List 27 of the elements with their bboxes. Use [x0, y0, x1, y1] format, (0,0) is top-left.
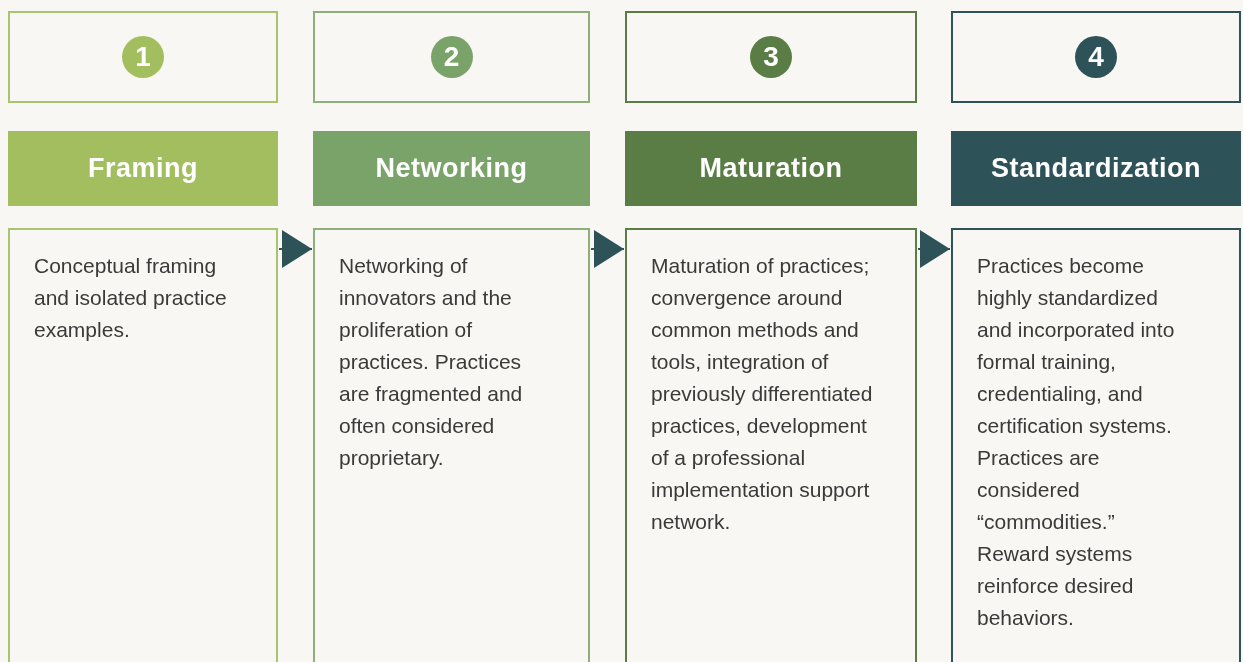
chevron-arrow: [278, 230, 313, 268]
step-number-box: [8, 11, 278, 103]
step-number-badge: 4: [1075, 36, 1117, 78]
chevron-arrow: [917, 230, 951, 268]
description-box: [313, 228, 590, 662]
stage-description: Maturation of practices; convergence around common methods and tools, integration of previously differentiated practices, development of a professional implementation support network.: [651, 253, 874, 535]
stage-title: Standardization: [991, 153, 1201, 184]
step-number-box: [625, 11, 917, 103]
stage-header-bar: [625, 131, 917, 206]
description-box: [625, 228, 917, 662]
step-number-box: [951, 11, 1241, 103]
stage-title: Networking: [375, 153, 528, 184]
step-number-badge: 1: [122, 36, 164, 78]
stage-header-bar: [8, 131, 278, 206]
stage-title: Maturation: [699, 153, 843, 184]
step-number-badge: 3: [750, 36, 792, 78]
description-box: [951, 228, 1241, 662]
step-number-badge: 2: [430, 36, 473, 78]
stage-header-bar: [951, 131, 1241, 206]
stage-description: Practices become highly standardized and incorporated into formal training, credentialing, and certification systems. Practices are considered “commodities.” Reward systems reinforce desired behaviors.: [977, 253, 1176, 631]
stage-header-bar: [313, 131, 590, 206]
stage-description: Networking of innovators and the proliferation of practices. Practices are fragmented and often considered proprietary.: [339, 253, 524, 471]
stage-description: Conceptual framing and isolated practice examples.: [34, 253, 228, 343]
chevron-arrow: [590, 230, 625, 268]
stage-title: Framing: [88, 153, 198, 184]
step-number-box: [313, 11, 590, 103]
description-box: [8, 228, 278, 662]
